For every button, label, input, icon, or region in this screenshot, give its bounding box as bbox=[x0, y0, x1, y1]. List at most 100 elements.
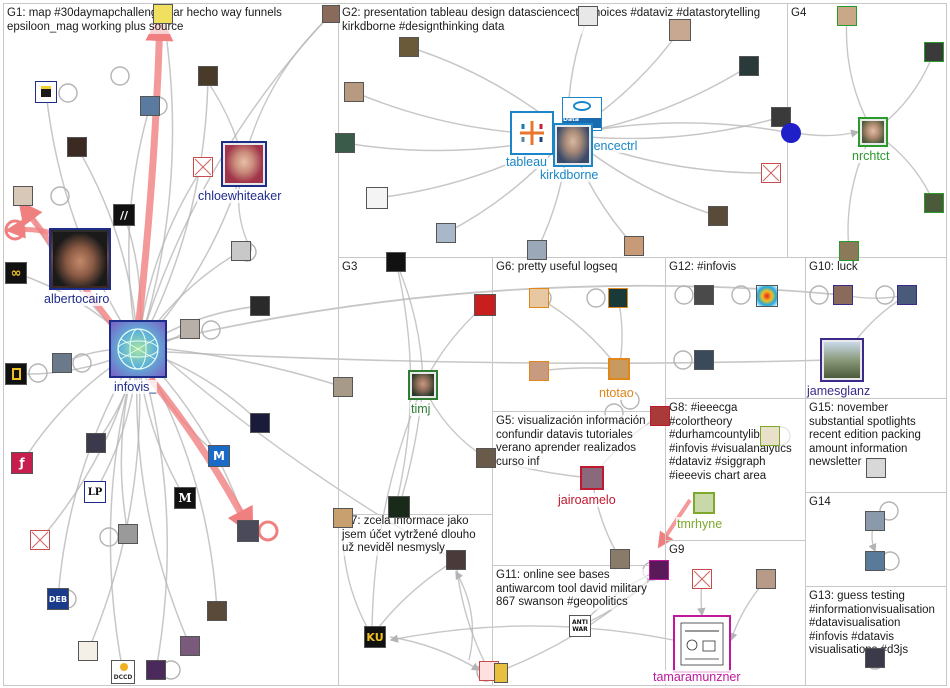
node-jamesglanz[interactable] bbox=[820, 338, 864, 382]
edge-highlight-infovis-g1b bbox=[134, 13, 174, 331]
group-g15-title: G15: november substantial spotlights rec… bbox=[809, 402, 921, 470]
node-g2-j[interactable] bbox=[436, 223, 456, 243]
node-g2-l[interactable] bbox=[527, 240, 547, 260]
node-g1-o[interactable] bbox=[52, 353, 72, 373]
node-g14-a[interactable] bbox=[865, 511, 885, 531]
edge-tm-ku bbox=[389, 625, 674, 643]
node-g2-a[interactable] bbox=[399, 37, 419, 57]
node-g14-b[interactable] bbox=[865, 551, 885, 571]
node-g1-h[interactable]: // bbox=[113, 204, 135, 226]
node-g1-v[interactable] bbox=[118, 524, 138, 544]
label-kirkdborne: kirkdborne bbox=[539, 168, 600, 182]
node-g2-b[interactable] bbox=[578, 6, 598, 26]
node-g1-s[interactable]: M bbox=[208, 445, 230, 467]
node-g2-n[interactable] bbox=[781, 123, 801, 143]
node-g11-antiwar[interactable]: ANTI WAR bbox=[569, 615, 591, 637]
node-g2-i[interactable] bbox=[761, 163, 781, 183]
node-g9-b[interactable] bbox=[756, 569, 776, 589]
group-g6-title: G6: pretty useful logseq bbox=[496, 261, 618, 275]
node-g2-f[interactable] bbox=[335, 133, 355, 153]
node-g1-w[interactable] bbox=[237, 520, 259, 542]
node-tmrhyne[interactable] bbox=[693, 492, 715, 514]
node-g7-d[interactable] bbox=[494, 663, 508, 683]
node-g1-j[interactable] bbox=[231, 241, 251, 261]
node-g12-a[interactable] bbox=[694, 285, 714, 305]
node-g9-war[interactable] bbox=[649, 560, 669, 580]
node-g1-d[interactable] bbox=[198, 66, 218, 86]
group-g5: G5: visualización información confundir … bbox=[492, 411, 666, 566]
node-g1-f[interactable] bbox=[67, 137, 87, 157]
node-g1-l[interactable] bbox=[250, 296, 270, 316]
node-g6-c[interactable] bbox=[529, 361, 549, 381]
node-g3-b[interactable] bbox=[474, 294, 496, 316]
node-g1-p[interactable] bbox=[250, 413, 270, 433]
node-g12-c[interactable] bbox=[694, 350, 714, 370]
edge-infovis-out bbox=[137, 74, 213, 350]
node-g4-a[interactable] bbox=[837, 6, 857, 26]
node-g2-m[interactable] bbox=[624, 236, 644, 256]
group-g15: G15: november substantial spotlights rec… bbox=[805, 398, 947, 493]
node-g1-aa[interactable] bbox=[78, 641, 98, 661]
node-kirkdborne[interactable] bbox=[553, 123, 593, 167]
node-g11-a[interactable] bbox=[610, 549, 630, 569]
node-g2-d[interactable] bbox=[344, 82, 364, 102]
node-g1-m[interactable] bbox=[180, 319, 200, 339]
node-g1-a[interactable] bbox=[322, 5, 340, 23]
label-infovis: infovis_ bbox=[113, 380, 158, 394]
node-g1-r[interactable] bbox=[86, 433, 106, 453]
node-g1-z[interactable] bbox=[180, 636, 200, 656]
node-g6-a[interactable] bbox=[529, 288, 549, 308]
node-g1-lp[interactable]: LP bbox=[84, 481, 106, 503]
node-g10-a[interactable] bbox=[833, 285, 853, 305]
node-g13-a[interactable] bbox=[865, 648, 885, 668]
node-g9-a[interactable] bbox=[692, 569, 712, 589]
node-g8-a[interactable] bbox=[760, 426, 780, 446]
node-jairoamelo[interactable] bbox=[580, 466, 604, 490]
node-g3-e[interactable] bbox=[388, 496, 410, 518]
node-g7-a[interactable] bbox=[333, 508, 353, 528]
node-g1-y[interactable] bbox=[207, 601, 227, 621]
node-g1-k[interactable]: ∞ bbox=[5, 262, 27, 284]
node-g1-t[interactable]: M bbox=[174, 487, 196, 509]
node-g10-b[interactable] bbox=[897, 285, 917, 305]
node-albertocairo[interactable] bbox=[49, 228, 111, 290]
node-g1-c[interactable] bbox=[35, 81, 57, 103]
node-ntotao[interactable] bbox=[608, 358, 630, 380]
node-g15-a[interactable] bbox=[866, 458, 886, 478]
node-g1-e[interactable] bbox=[140, 96, 160, 116]
node-timj[interactable] bbox=[408, 370, 438, 400]
node-g2-k[interactable] bbox=[708, 206, 728, 226]
node-g1-n[interactable] bbox=[5, 363, 27, 385]
node-infovis[interactable] bbox=[109, 320, 167, 378]
node-g1-i[interactable] bbox=[193, 157, 213, 177]
node-g5-a[interactable] bbox=[650, 406, 670, 426]
avatar-nrchtct bbox=[862, 121, 884, 143]
node-g6-b[interactable] bbox=[608, 288, 628, 308]
node-g1-b[interactable] bbox=[153, 4, 173, 24]
node-g7-ku[interactable]: KU bbox=[364, 626, 386, 648]
node-g2-c[interactable] bbox=[669, 19, 691, 41]
node-g1-x[interactable]: DEB bbox=[47, 588, 69, 610]
node-g4-c[interactable] bbox=[924, 193, 944, 213]
node-g3-d[interactable] bbox=[476, 448, 496, 468]
node-g1-g[interactable] bbox=[13, 186, 33, 206]
node-g7-b[interactable] bbox=[446, 550, 466, 570]
node-g3-c[interactable] bbox=[333, 377, 353, 397]
node-g1-dccd[interactable]: DCCD bbox=[111, 660, 135, 684]
node-g4-b[interactable] bbox=[924, 42, 944, 62]
node-g4-d[interactable] bbox=[839, 241, 859, 261]
node-g1-q[interactable]: ƒ bbox=[11, 452, 33, 474]
node-tableau[interactable] bbox=[510, 111, 554, 155]
node-g2-g[interactable] bbox=[771, 107, 791, 127]
node-g2-h[interactable] bbox=[366, 187, 388, 209]
node-chloewhiteaker[interactable] bbox=[221, 141, 267, 187]
edge-infovis-out bbox=[54, 348, 139, 601]
node-g12-b[interactable] bbox=[756, 285, 778, 307]
node-g2-e[interactable] bbox=[739, 56, 759, 76]
node-g1-bb[interactable] bbox=[146, 660, 166, 680]
node-g3-a[interactable] bbox=[386, 252, 406, 272]
node-g1-u[interactable] bbox=[30, 530, 50, 550]
self-loop bbox=[674, 285, 694, 305]
node-nrchtct[interactable] bbox=[858, 117, 888, 147]
node-tamaramunzner[interactable] bbox=[673, 615, 731, 673]
